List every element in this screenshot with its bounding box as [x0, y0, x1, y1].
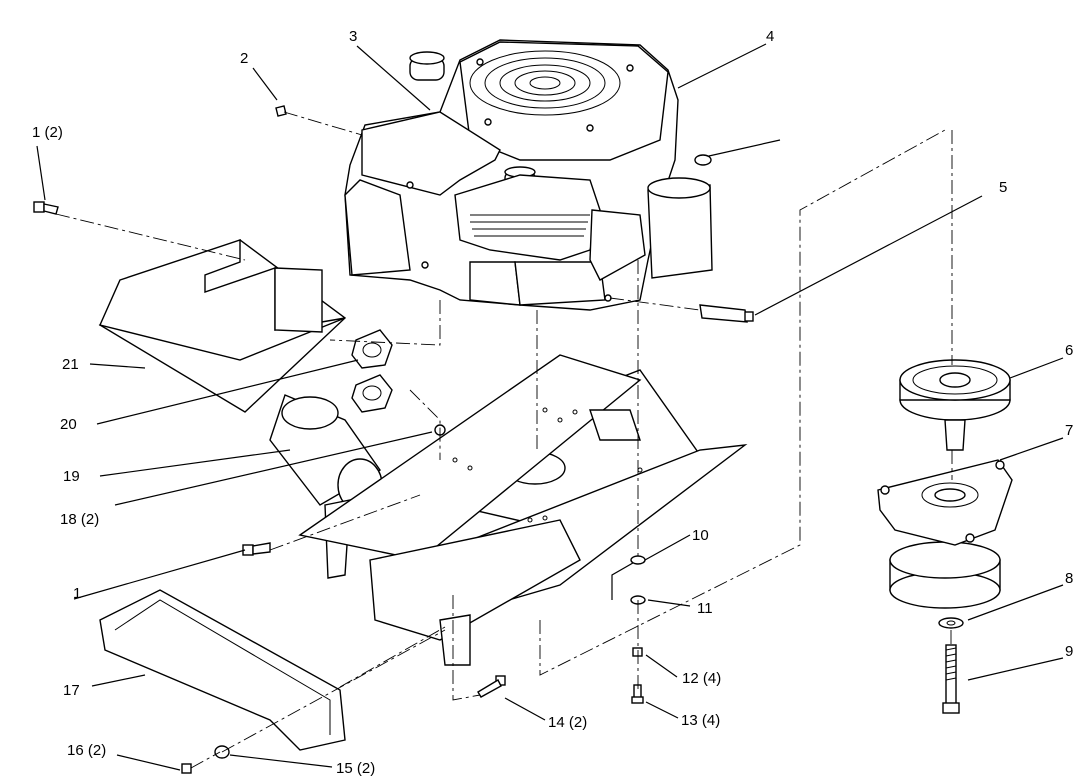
part-5-sensor: [699, 304, 754, 323]
callout-13-4: 13 (4): [681, 712, 720, 729]
callout-1: 1: [73, 585, 81, 602]
part-20-gasket: [351, 329, 393, 413]
callout-21: 21: [62, 356, 79, 373]
part-1-bolt-upper: [33, 201, 59, 215]
callout-16-2: 16 (2): [67, 742, 106, 759]
part-1-bolt: [242, 542, 271, 556]
part-16-nut: [181, 763, 192, 774]
part-12-nut: [632, 647, 643, 657]
callout-12-4: 12 (4): [682, 670, 721, 687]
callout-20: 20: [60, 416, 77, 433]
leader-lines: [36, 43, 1064, 771]
callout-11: 11: [697, 600, 713, 617]
part-9-bolt: [942, 644, 960, 714]
callout-labels: 1 (2) 2 3 4 5 6 7 8 9 10 11 12 (4) 13 (4…: [32, 28, 1073, 777]
part-6-pulley: [899, 359, 1011, 451]
callout-9: 9: [1065, 643, 1073, 660]
callout-4: 4: [766, 28, 774, 45]
callout-6: 6: [1065, 342, 1073, 359]
callout-19: 19: [63, 468, 80, 485]
part-21-heat-shield: [98, 239, 347, 413]
callout-5: 5: [999, 179, 1007, 196]
part-14-bolt: [477, 675, 506, 698]
part-2-key: [275, 105, 287, 117]
callout-3: 3: [349, 28, 357, 45]
assembly-lines: [55, 111, 953, 769]
callout-14-2: 14 (2): [548, 714, 587, 731]
engine: [344, 39, 781, 311]
part-17-bumper: [99, 589, 346, 751]
callout-1-2: 1 (2): [32, 124, 63, 141]
part-10-bracket: [611, 559, 639, 600]
callout-8: 8: [1065, 570, 1073, 587]
callout-7: 7: [1065, 422, 1073, 439]
callout-17: 17: [63, 682, 80, 699]
callout-10: 10: [692, 527, 709, 544]
callout-18-2: 18 (2): [60, 511, 99, 528]
part-7-clutch: [877, 459, 1013, 609]
callout-15-2: 15 (2): [336, 760, 375, 777]
callout-2: 2: [240, 50, 248, 67]
part-13-bolt: [631, 684, 644, 704]
part-19-muffler: [269, 394, 383, 579]
part-8-washer: [938, 617, 964, 629]
chassis-frame: [298, 354, 748, 666]
